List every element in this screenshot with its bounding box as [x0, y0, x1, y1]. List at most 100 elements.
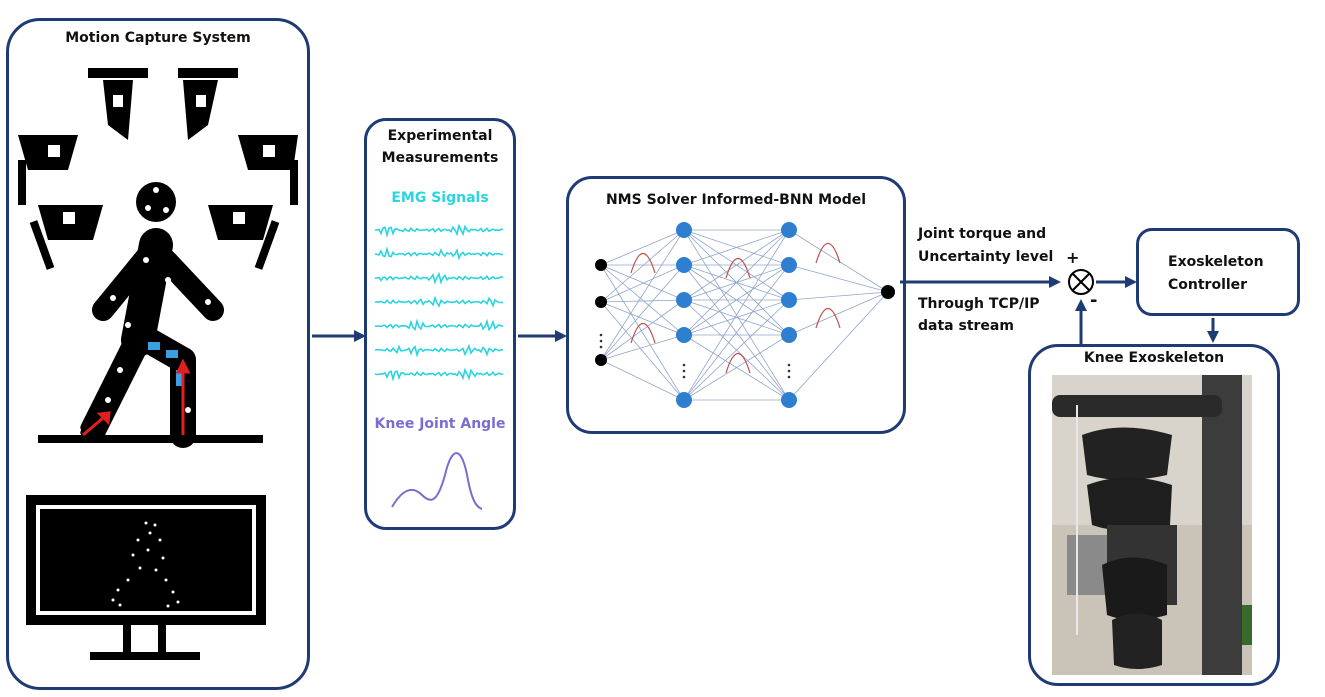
camera-icon — [178, 68, 238, 140]
camera-icon — [88, 68, 148, 140]
model-title: NMS Solver Informed-BNN Model — [605, 192, 867, 208]
hidden-node — [676, 392, 692, 408]
camera-icon — [18, 135, 78, 205]
camera-icon — [238, 135, 298, 205]
emg-trace — [374, 343, 504, 358]
emg-trace — [374, 295, 504, 308]
network-edge — [788, 291, 889, 336]
network-edge — [683, 264, 790, 401]
emg-signals-plot — [374, 223, 504, 382]
knee-joint-angle-label: Knee Joint Angle — [374, 416, 506, 432]
input-node — [595, 259, 607, 271]
network-edge — [683, 229, 790, 301]
measurements-title-line2: Measurements — [381, 150, 499, 166]
ellipsis-dot — [682, 375, 686, 379]
network-edge — [600, 264, 685, 303]
network-edge — [683, 264, 790, 336]
emg-trace — [374, 246, 504, 261]
minus-sign: - — [1090, 290, 1098, 311]
ellipsis-dot — [682, 363, 686, 367]
monitor-icon — [26, 495, 266, 660]
camera-icon — [29, 205, 103, 270]
motion-capture-title: Motion Capture System — [65, 30, 251, 46]
network-edge — [788, 229, 889, 293]
ellipsis-dot — [787, 369, 791, 373]
distribution-curve — [725, 352, 751, 374]
ellipsis-dot — [682, 369, 686, 373]
network-edge — [788, 291, 889, 401]
hidden-node — [781, 257, 797, 273]
distribution-curve — [815, 307, 841, 329]
summing-junction-icon — [1068, 269, 1094, 295]
hidden-node — [676, 222, 692, 238]
arrow-controller-to-exoskeleton — [1207, 318, 1219, 343]
emg-trace — [374, 367, 504, 382]
output-label-line1: Joint torque and — [918, 226, 1047, 242]
hidden-node — [781, 327, 797, 343]
emg-trace — [374, 271, 504, 285]
output-node — [881, 285, 895, 299]
hidden-node — [781, 222, 797, 238]
distribution-curve — [630, 322, 656, 344]
hidden-node — [676, 327, 692, 343]
controller-label-line2: Controller — [1168, 277, 1248, 293]
hidden-node — [781, 392, 797, 408]
output-label-line3: Through TCP/IP — [918, 296, 1040, 312]
network-edge — [788, 264, 889, 293]
emg-signals-label: EMG Signals — [391, 190, 489, 206]
hidden-node — [781, 292, 797, 308]
network-edge — [683, 299, 790, 401]
network-edge — [600, 301, 685, 336]
distribution-curve — [630, 252, 656, 274]
network-edge — [600, 264, 685, 336]
output-label-line4: data stream — [918, 318, 1014, 334]
network-edge — [600, 264, 685, 301]
network-edge — [600, 301, 685, 401]
hidden-node — [676, 257, 692, 273]
network-edge — [600, 229, 685, 266]
ellipsis-dot — [787, 375, 791, 379]
network-edge — [600, 229, 685, 303]
exoskeleton-controller-panel — [1136, 228, 1300, 316]
network-edge — [683, 334, 790, 401]
arrow-model-to-summing — [900, 276, 1061, 288]
neural-network-diagram — [595, 222, 895, 408]
measurements-title-line1: Experimental — [387, 128, 493, 144]
emg-trace — [374, 223, 504, 239]
hidden-node — [676, 292, 692, 308]
arrow-summing-to-controller — [1096, 276, 1137, 288]
distribution-curve — [815, 242, 841, 264]
network-edge — [600, 359, 685, 401]
network-edge — [600, 264, 685, 361]
network-edge — [600, 299, 685, 303]
network-edge — [600, 264, 685, 401]
network-edge — [600, 334, 685, 361]
ellipsis-dot — [599, 345, 603, 349]
plus-sign: + — [1066, 248, 1080, 267]
ellipsis-dot — [787, 363, 791, 367]
input-node — [595, 296, 607, 308]
motion-capture-illustration — [18, 68, 298, 660]
emg-trace — [374, 318, 504, 332]
arrow-measurements-to-model — [518, 330, 567, 342]
ellipsis-dot — [599, 339, 603, 343]
network-edge — [683, 229, 790, 401]
knee-angle-curve — [391, 452, 483, 510]
output-label-line2: Uncertainty level — [918, 249, 1054, 265]
measurements-panel — [364, 118, 516, 530]
network-edge — [788, 291, 889, 301]
controller-label-line1: Exoskeleton — [1168, 254, 1264, 270]
knee-exoskeleton-photo — [1052, 375, 1252, 675]
network-edge — [683, 229, 790, 266]
distribution-curve — [725, 257, 751, 279]
ellipsis-dot — [599, 333, 603, 337]
feedback-arrow — [1075, 299, 1087, 344]
network-edge — [683, 299, 790, 336]
network-edge — [600, 229, 685, 361]
arrow-mocap-to-measurements — [312, 330, 366, 342]
walking-person-icon — [38, 182, 263, 448]
knee-exoskeleton-title: Knee Exoskeleton — [1083, 350, 1225, 366]
network-edge — [600, 299, 685, 361]
camera-icon — [208, 205, 280, 270]
network-edge — [683, 229, 790, 336]
